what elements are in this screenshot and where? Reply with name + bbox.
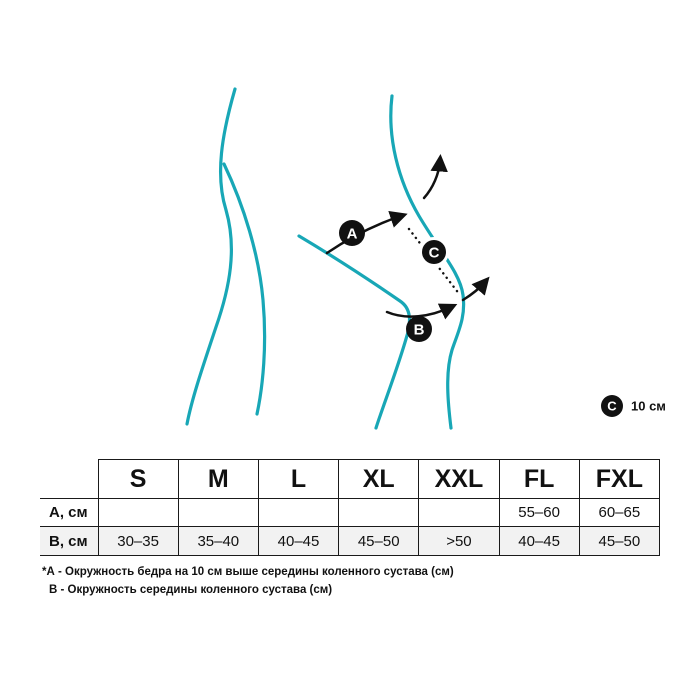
size-col-header-xl: XL (338, 459, 420, 499)
size-col-header-s: S (97, 459, 179, 499)
size-table-header-row: S M L XL XXL FL FXL (40, 459, 661, 499)
size-col-header-fxl: FXL (578, 459, 661, 499)
table-cell: 35–40 (177, 526, 259, 556)
badge-b-label: B (414, 321, 425, 338)
row-b-label: В, см (40, 526, 99, 556)
leg-outline-rear-inner (222, 162, 267, 416)
badge-a-circle (339, 220, 365, 246)
table-cell: 45–50 (338, 526, 420, 556)
table-cell (338, 498, 420, 527)
badge-c-circle (422, 240, 446, 264)
size-table: S M L XL XXL FL FXL А, см 55–60 60–65 В,… (40, 459, 661, 556)
leg-outline-back-contour (185, 87, 237, 426)
measure-a-wrap-arrow (422, 154, 448, 200)
table-cell (177, 498, 259, 527)
table-cell: 45–50 (578, 526, 661, 556)
table-cell: >50 (418, 526, 500, 556)
legend-c-distance: C 10 см (601, 395, 666, 417)
row-a-label: А, см (40, 498, 99, 527)
legend-c-letter: C (607, 399, 617, 414)
measure-b-wrap-arrow (461, 276, 490, 302)
leg-outline-thigh-underside (297, 234, 412, 430)
badge-b-circle (406, 316, 432, 342)
leg-outline-front-contour (389, 94, 466, 430)
table-cell: 30–35 (97, 526, 179, 556)
table-cell (257, 498, 340, 527)
table-cell: 40–45 (498, 526, 580, 556)
measure-b-arrow (385, 303, 458, 320)
table-cell (418, 498, 500, 527)
leg-measurement-illustration: A B C C 10 см (185, 87, 666, 430)
table-row-a: А, см 55–60 60–65 (40, 498, 661, 527)
size-col-header-l: L (257, 459, 340, 499)
table-cell: 55–60 (498, 498, 580, 527)
table-corner-cell (40, 459, 98, 499)
table-cell: 60–65 (578, 498, 661, 527)
legend-c-text: 10 см (631, 399, 666, 414)
badge-c-label: C (429, 244, 440, 261)
footnotes: *А - Окружность бедра на 10 см выше сере… (42, 564, 454, 600)
leg-outline-group (185, 87, 466, 430)
footnote-b: В - Окружность середины коленного сустав… (49, 583, 333, 596)
size-col-header-fl: FL (498, 459, 580, 499)
badge-a-label: A (347, 225, 358, 242)
table-row-b: В, см 30–35 35–40 40–45 45–50 >50 40–45 … (40, 526, 661, 556)
table-cell (97, 498, 179, 527)
footnote-a: *А - Окружность бедра на 10 см выше сере… (42, 566, 454, 578)
size-col-header-m: M (177, 459, 259, 499)
table-cell: 40–45 (257, 526, 340, 556)
measure-badges-group: A B C (339, 220, 449, 342)
size-col-header-xxl: XXL (418, 459, 500, 499)
legend-c-circle (601, 395, 623, 417)
